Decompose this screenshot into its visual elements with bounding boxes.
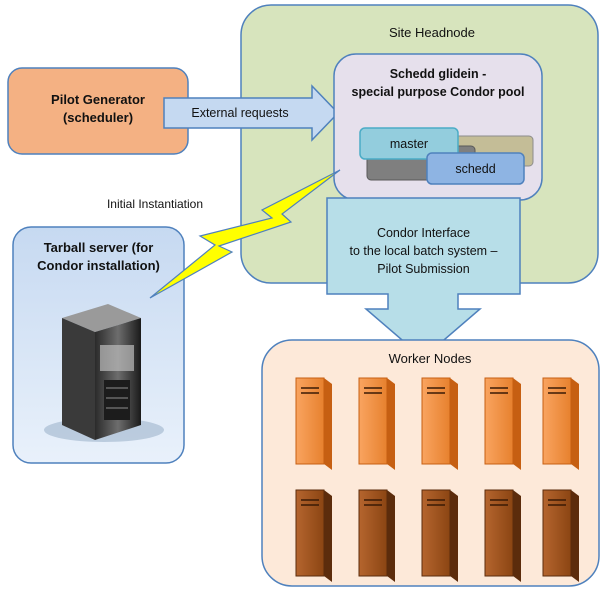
worker-node-orange-icon <box>484 377 521 470</box>
worker-node-orange-icon <box>358 377 395 470</box>
worker-node-grid <box>295 377 579 582</box>
schedd-glidein-title-line2: special purpose Condor pool <box>351 85 525 99</box>
worker-node-brown-icon <box>295 489 332 582</box>
worker-node-brown-icon <box>484 489 521 582</box>
pilot-generator-line1: Pilot Generator <box>51 92 145 107</box>
condor-interface-line1: Condor Interface <box>376 226 471 240</box>
master-box <box>359 127 459 160</box>
schedd-glidein-title-line1: Schedd glidein - <box>389 67 487 81</box>
condor-interface-arrow <box>326 197 521 359</box>
worker-nodes-label: Worker Nodes <box>388 351 472 366</box>
tarball-server-line2: Condor installation) <box>37 258 160 273</box>
site-headnode-label: Site Headnode <box>388 25 475 40</box>
schedd-box <box>426 152 525 185</box>
worker-node-orange-icon <box>295 377 332 470</box>
initial-instantiation-label: Initial Instantiation <box>106 197 204 211</box>
worker-node-orange-icon <box>542 377 579 470</box>
condor-interface-line2: to the local batch system – <box>349 244 498 258</box>
condor-interface-line3: Pilot Submission <box>377 262 470 276</box>
lightning-bolt-icon <box>149 169 341 299</box>
schedd-label: schedd <box>455 162 496 176</box>
external-requests-label: External requests <box>191 106 289 120</box>
pilot-generator-line2: (scheduler) <box>62 110 134 125</box>
server-tower-icon <box>44 304 164 442</box>
external-requests-arrow <box>163 84 340 142</box>
worker-node-brown-icon <box>421 489 458 582</box>
worker-node-brown-icon <box>542 489 579 582</box>
master-label: master <box>389 137 429 151</box>
worker-node-orange-icon <box>421 377 458 470</box>
tarball-server-line1: Tarball server (for <box>43 240 154 255</box>
worker-node-brown-icon <box>358 489 395 582</box>
